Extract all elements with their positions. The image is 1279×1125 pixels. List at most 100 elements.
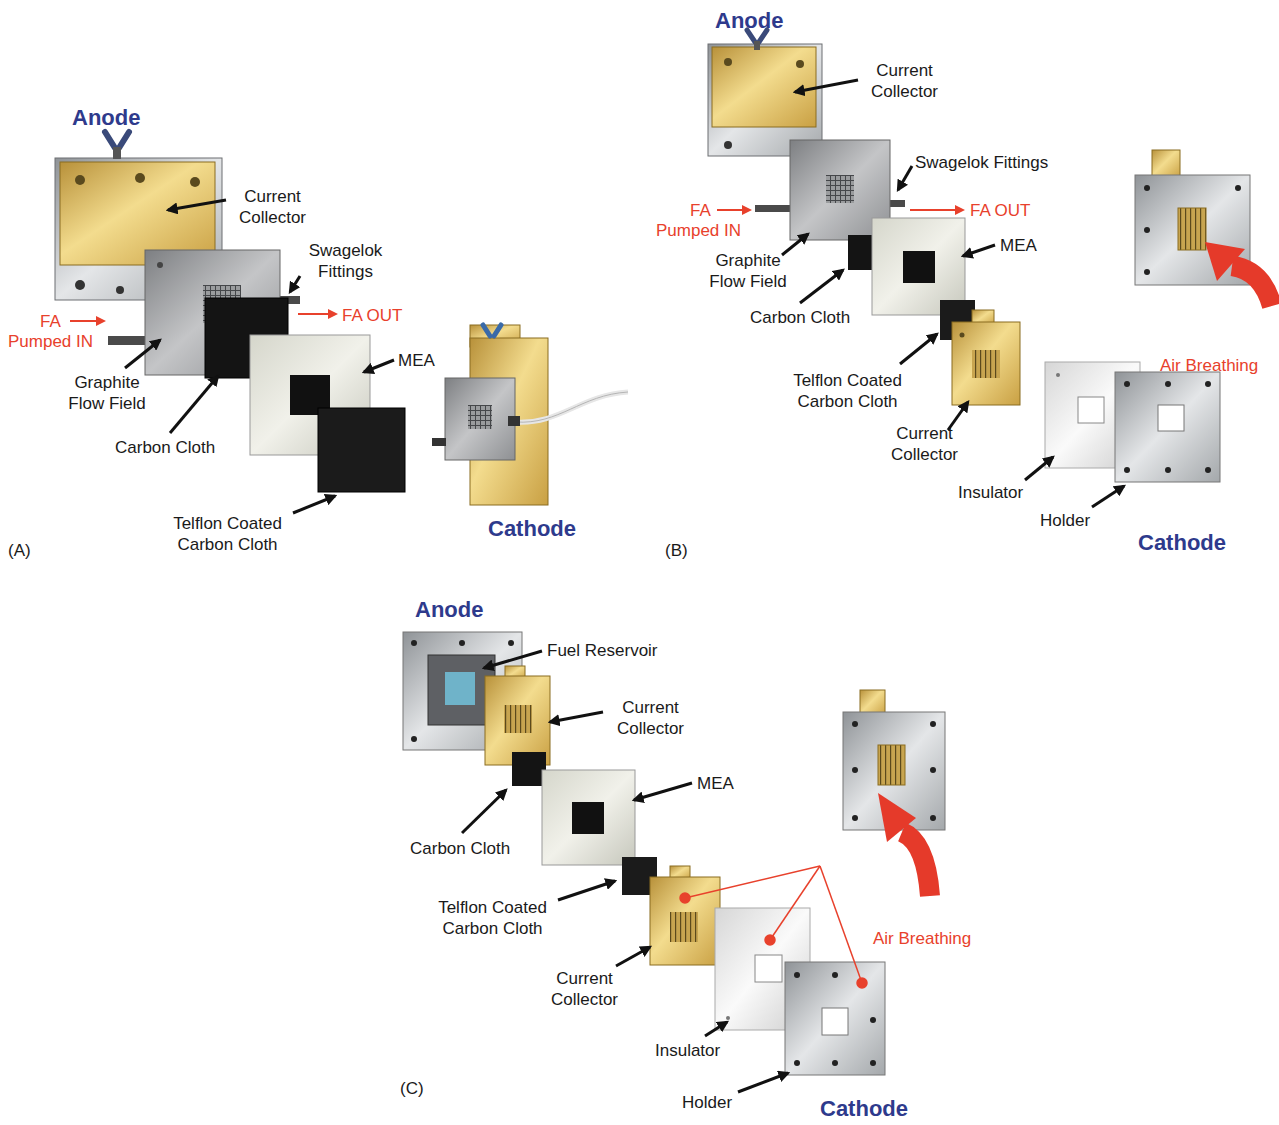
electrode-label: Anode [715, 8, 783, 34]
flow-label: FA [40, 311, 61, 332]
insulator [1078, 397, 1104, 423]
air-label: Air Breathing [873, 928, 971, 949]
leader-arrow [125, 200, 394, 513]
flow-label: Pumped IN [656, 220, 741, 241]
carbon-cloth [512, 752, 546, 786]
flow-arrow [70, 314, 336, 321]
air-arrow [878, 793, 916, 842]
holder [794, 972, 800, 978]
carbon-cloth [512, 752, 546, 786]
assembled-cathode [1235, 185, 1241, 191]
leader-arrow [462, 651, 788, 1092]
assembled-cell [515, 392, 628, 422]
flow-arrow [717, 209, 963, 211]
alignment-line [770, 866, 820, 940]
leader-arrow [364, 360, 394, 372]
leader-arrow [1092, 486, 1124, 507]
holder [822, 1008, 848, 1035]
part-label: Holder [682, 1092, 732, 1113]
leader-arrow [170, 376, 218, 433]
part-label: Swagelok Fittings [915, 152, 1048, 173]
fuel-reservoir [508, 640, 514, 646]
electrode-label: Anode [415, 597, 483, 623]
mea [542, 770, 635, 865]
alignment-line [685, 866, 820, 898]
electrode-label: Cathode [488, 516, 576, 542]
leader-arrow [558, 881, 615, 900]
leader-arrow [1025, 457, 1053, 480]
leader-arrow [800, 270, 843, 303]
electrode-label: Anode [72, 105, 140, 131]
holder [1205, 381, 1211, 387]
holder [1124, 467, 1130, 473]
assembled-cathode [930, 721, 936, 727]
part-label: Telflon Coated Carbon Cloth [165, 513, 290, 555]
holder [832, 972, 838, 978]
holder [785, 962, 885, 1075]
part-label: Current Collector [862, 60, 947, 102]
fuel-reservoir [445, 672, 475, 705]
assembled-cell [432, 438, 446, 446]
assembled-cathode [1144, 227, 1150, 233]
graphite-flow-field [888, 200, 905, 207]
fuel-reservoir [411, 640, 417, 646]
part-label: MEA [1000, 235, 1037, 256]
anode-current-collector [708, 44, 822, 156]
flow-label: FA [690, 200, 711, 221]
alignment-line [820, 866, 862, 983]
graphite-flow-field [826, 175, 854, 203]
holder [1158, 405, 1184, 431]
holder [832, 1060, 838, 1066]
anode-current-collector [75, 280, 85, 290]
holder [1124, 381, 1130, 387]
holder [785, 962, 885, 1075]
wing-nut [105, 132, 129, 159]
panel-letter: (A) [8, 540, 31, 561]
leader-arrow [462, 790, 506, 833]
leader-arrow [168, 200, 226, 210]
panel-letter: (C) [400, 1078, 424, 1099]
holder [1165, 467, 1171, 473]
flow-arrow [910, 209, 963, 211]
air-arrow [878, 793, 930, 896]
flow-arrow [298, 313, 336, 315]
assembled-cathode [852, 767, 858, 773]
holder [794, 1060, 800, 1066]
part-label: Telflon Coated Carbon Cloth [430, 897, 555, 939]
anode-current-collector [504, 705, 532, 733]
mea [542, 770, 635, 865]
air-arrow [902, 832, 930, 896]
leader-arrow [293, 496, 335, 513]
leader-arrow [782, 80, 1124, 507]
assembled-cathode [852, 815, 858, 821]
part-label: Telflon Coated Carbon Cloth [785, 370, 910, 412]
holder [870, 1060, 876, 1066]
anode-current-collector [116, 286, 124, 294]
assembled-cathode [930, 815, 936, 821]
part-label: Current Collector [882, 423, 967, 465]
anode-current-collector [485, 666, 550, 765]
mea [572, 802, 604, 834]
insulator [755, 955, 782, 982]
alignment-line [680, 893, 690, 903]
part-label: Carbon Cloth [115, 437, 215, 458]
assembled-cathode [1144, 185, 1150, 191]
part-label: Fuel Reservoir [547, 640, 658, 661]
insulator [726, 1016, 730, 1020]
leader-arrow [705, 1022, 727, 1036]
leader-arrow [125, 340, 160, 368]
part-label: MEA [697, 773, 734, 794]
cathode-current-collector [952, 322, 1020, 405]
holder [870, 1017, 876, 1023]
alignment-line [680, 866, 867, 988]
holder [1115, 372, 1220, 482]
anode-current-collector [75, 175, 85, 185]
electrode-label: Cathode [820, 1096, 908, 1122]
assembled-cathode [878, 745, 905, 785]
flow-label: Pumped IN [8, 331, 93, 352]
part-label: Current Collector [608, 697, 693, 739]
alignment-line [765, 935, 775, 945]
holder [1165, 381, 1171, 387]
holder [1205, 467, 1211, 473]
